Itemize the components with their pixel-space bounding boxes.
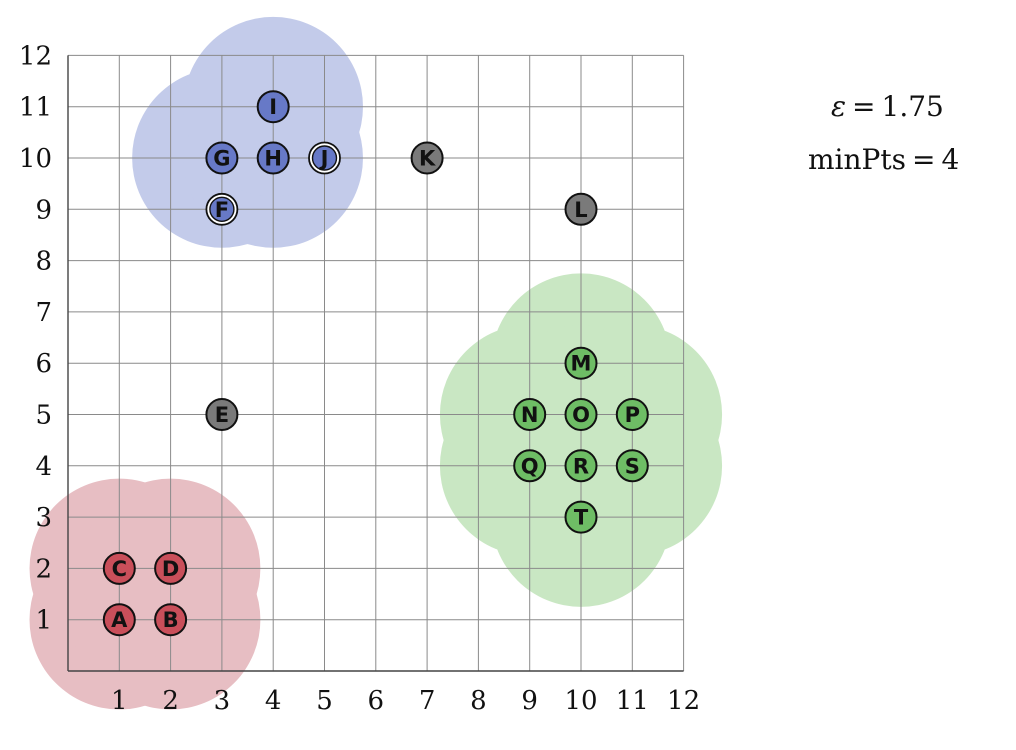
point-A: A xyxy=(102,603,136,637)
point-marker xyxy=(311,145,338,171)
point-B: B xyxy=(154,603,188,637)
point-marker xyxy=(102,603,136,637)
point-marker xyxy=(154,551,188,585)
point-label: S xyxy=(625,454,640,478)
y-tick-label: 3 xyxy=(35,503,52,533)
y-tick-label: 2 xyxy=(35,554,52,584)
y-tick-label: 4 xyxy=(35,452,52,482)
y-tick-label: 9 xyxy=(35,195,52,225)
y-tick-label: 10 xyxy=(19,144,52,174)
point-label: P xyxy=(625,403,640,427)
point-marker xyxy=(154,603,188,637)
point-label: R xyxy=(573,454,589,478)
x-tick-label: 7 xyxy=(419,686,436,716)
point-label: Q xyxy=(521,454,539,478)
point-I: I xyxy=(256,90,290,124)
x-tick-label: 5 xyxy=(316,686,333,716)
point-F: F xyxy=(205,192,239,226)
point-label: G xyxy=(213,147,230,171)
minpts-equals: = xyxy=(912,143,936,176)
point-P: P xyxy=(615,398,649,431)
point-E: E xyxy=(205,398,239,431)
point-marker xyxy=(564,346,598,380)
x-tick-label: 10 xyxy=(564,686,597,716)
point-label: B xyxy=(163,608,179,632)
point-R: R xyxy=(564,449,598,483)
point-D: D xyxy=(154,551,188,585)
point-N: N xyxy=(513,398,547,431)
point-marker xyxy=(102,551,136,585)
y-tick-label: 1 xyxy=(35,606,52,636)
point-C: C xyxy=(102,551,136,585)
point-marker xyxy=(209,196,235,223)
x-tick-label: 11 xyxy=(616,686,649,716)
axes xyxy=(67,55,684,672)
point-label: I xyxy=(269,95,277,119)
cluster-region-1 xyxy=(29,478,261,710)
point-label: T xyxy=(574,506,589,530)
epsilon-parameter: ε=1.75 xyxy=(831,90,944,123)
point-G: G xyxy=(205,141,239,175)
point-M: M xyxy=(564,346,598,380)
point-label: C xyxy=(112,557,127,581)
point-label: N xyxy=(521,403,539,427)
epsilon-symbol: ε xyxy=(831,90,847,123)
point-label: L xyxy=(574,198,587,222)
point-marker xyxy=(615,449,649,483)
point-marker xyxy=(256,90,290,124)
point-marker xyxy=(564,500,598,534)
data-points: A B C D E F G H I J K L M N O P Q R S T xyxy=(102,90,649,637)
point-O: O xyxy=(564,398,598,431)
x-tick-label: 12 xyxy=(667,686,700,716)
minpts-value: 4 xyxy=(941,143,960,176)
point-T: T xyxy=(564,500,598,534)
point-K: K xyxy=(410,141,444,175)
x-tick-label: 4 xyxy=(265,686,282,716)
point-label: K xyxy=(419,147,436,171)
y-tick-label: 11 xyxy=(19,93,52,123)
y-tick-label: 12 xyxy=(19,41,52,71)
point-marker xyxy=(564,192,598,226)
point-marker xyxy=(615,398,649,431)
epsilon-value: 1.75 xyxy=(881,90,944,123)
minpts-label: minPts xyxy=(808,143,906,176)
x-tick-label: 1 xyxy=(111,686,128,716)
point-label: D xyxy=(162,557,179,581)
point-label: F xyxy=(215,198,229,222)
x-tick-label: 3 xyxy=(214,686,231,716)
point-J: J xyxy=(308,141,341,175)
x-tick-label: 8 xyxy=(470,686,487,716)
point-label: A xyxy=(111,608,128,632)
point-marker xyxy=(256,141,290,175)
epsilon-equals: = xyxy=(852,90,876,123)
point-marker xyxy=(564,449,598,483)
x-tick-label: 2 xyxy=(162,686,179,716)
minpts-parameter: minPts=4 xyxy=(808,143,959,176)
point-label: E xyxy=(215,403,229,427)
y-tick-label: 6 xyxy=(35,349,52,379)
y-tick-label: 5 xyxy=(35,401,52,431)
x-tick-label: 9 xyxy=(521,686,538,716)
point-marker xyxy=(513,398,547,431)
point-label: M xyxy=(571,352,592,376)
point-marker xyxy=(564,398,598,431)
point-L: L xyxy=(564,192,598,226)
x-tick-label: 6 xyxy=(368,686,385,716)
point-label: J xyxy=(319,147,329,171)
cluster-region-2 xyxy=(132,16,363,248)
y-tick-label: 8 xyxy=(35,247,52,277)
point-label: O xyxy=(572,403,590,427)
point-marker xyxy=(410,141,444,175)
point-label: H xyxy=(264,147,282,171)
point-marker xyxy=(205,141,239,175)
y-tick-label: 7 xyxy=(35,298,52,328)
point-H: H xyxy=(256,141,290,175)
point-S: S xyxy=(615,449,649,483)
point-Q: Q xyxy=(513,449,547,483)
point-marker xyxy=(513,449,547,483)
point-marker xyxy=(205,398,239,431)
